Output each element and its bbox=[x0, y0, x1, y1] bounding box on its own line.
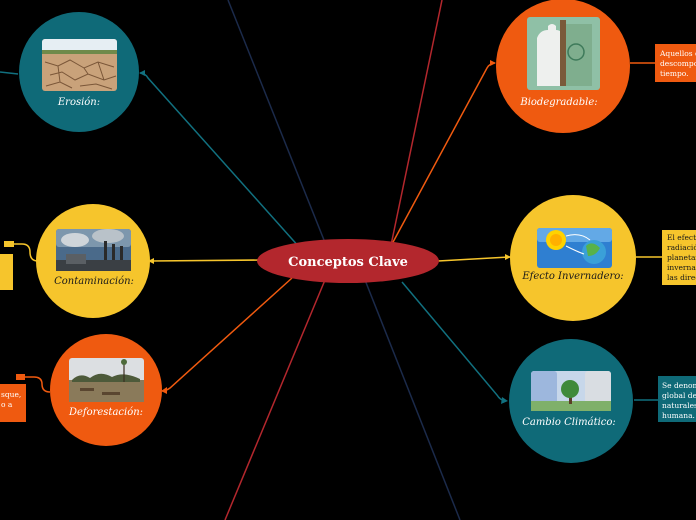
note-line: Aquellos q bbox=[659, 49, 696, 58]
note-box-biodegradable bbox=[655, 44, 696, 82]
biodegradable-bag-image bbox=[527, 17, 600, 90]
note-line: humana. bbox=[662, 411, 695, 420]
central-topic-label: Conceptos Clave bbox=[288, 255, 408, 270]
note-line: global del bbox=[662, 391, 696, 400]
note-connector-deforestacion bbox=[24, 376, 51, 393]
topic-label: Deforestación: bbox=[68, 407, 143, 418]
background-branches bbox=[224, 0, 461, 520]
note-box-contaminacion bbox=[0, 254, 13, 290]
note-text-deforestacion: sque, o a bbox=[1, 390, 24, 409]
note-box-deforestacion bbox=[0, 384, 26, 422]
note-text-efecto: El efecto radiació planetar invernac las… bbox=[667, 233, 696, 282]
cleared-forest-image bbox=[69, 358, 144, 402]
note-text-biodegradable: Aquellos q descompo tiempo. bbox=[659, 49, 696, 78]
note-connector-contaminacion bbox=[14, 243, 39, 262]
topic-label: Efecto Invernadero: bbox=[521, 271, 623, 282]
branch-red-bottom bbox=[224, 279, 326, 520]
note-line: radiació bbox=[667, 243, 696, 252]
topic-label: Erosión: bbox=[57, 97, 100, 108]
note-line: planetar bbox=[667, 253, 696, 262]
connector-contaminacion-arrow bbox=[148, 258, 154, 264]
connector-erosion bbox=[139, 72, 301, 249]
note-connector-contaminacion-plug bbox=[4, 241, 14, 247]
note-box-cambio bbox=[658, 376, 696, 422]
topic-deforestacion[interactable]: Deforestación: bbox=[50, 334, 162, 446]
note-line: las direc bbox=[667, 273, 696, 282]
tree-climate-image bbox=[531, 371, 611, 411]
topic-efecto[interactable]: Efecto Invernadero: bbox=[510, 195, 636, 321]
note-line: El efecto bbox=[667, 233, 696, 242]
topic-erosion[interactable]: Erosión: bbox=[19, 12, 139, 132]
connector-biodegradable-arrow bbox=[490, 60, 496, 66]
connector-efecto-arrow bbox=[505, 254, 511, 260]
topic-cambio[interactable]: Cambio Climático: bbox=[509, 339, 633, 463]
central-topic-shape bbox=[257, 239, 439, 283]
factory-smoke-image bbox=[56, 229, 131, 271]
connector-erosion-left bbox=[0, 71, 19, 75]
connector-efecto bbox=[437, 256, 511, 262]
cracked-earth-image bbox=[42, 39, 117, 91]
connector-deforestacion-arrow bbox=[161, 387, 167, 394]
greenhouse-sun-earth-image bbox=[537, 228, 612, 268]
connector-erosion-arrow bbox=[139, 70, 145, 76]
note-line: tiempo. bbox=[660, 69, 689, 78]
connector-contaminacion bbox=[149, 259, 263, 262]
topic-connectors bbox=[0, 60, 511, 404]
topic-label: Biodegradable: bbox=[519, 97, 597, 108]
topic-label: Contaminación: bbox=[54, 276, 134, 287]
note-line: descompo bbox=[660, 59, 696, 68]
branch-red-top bbox=[389, 0, 443, 251]
note-connector-deforestacion-plug bbox=[16, 374, 25, 380]
connector-biodegradable bbox=[391, 62, 496, 245]
note-line: Se denom bbox=[662, 381, 696, 390]
note-line: o a bbox=[1, 400, 13, 409]
central-topic[interactable]: Conceptos Clave bbox=[257, 239, 439, 283]
topic-contaminacion[interactable]: Contaminación: bbox=[36, 204, 150, 318]
note-text-cambio: Se denom global del naturales humana. bbox=[662, 381, 696, 420]
branch-navy-top bbox=[227, 0, 331, 256]
connector-cambio-arrow bbox=[501, 397, 508, 404]
topic-label: Cambio Climático: bbox=[522, 417, 616, 428]
branch-navy-bottom bbox=[364, 279, 461, 520]
note-line: naturales bbox=[662, 401, 696, 410]
topic-biodegradable[interactable]: Biodegradable: bbox=[496, 0, 630, 133]
note-connectors bbox=[4, 62, 662, 401]
connector-deforestacion bbox=[161, 277, 293, 392]
note-line: invernac bbox=[667, 263, 696, 272]
note-line: sque, bbox=[1, 390, 21, 399]
note-box-efecto bbox=[662, 230, 696, 285]
connector-cambio bbox=[401, 281, 506, 402]
